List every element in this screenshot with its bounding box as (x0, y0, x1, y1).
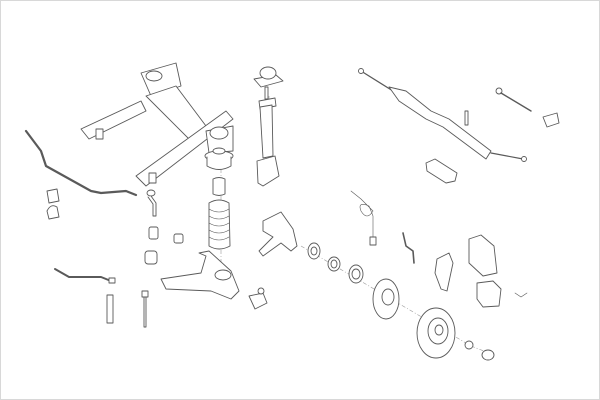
brake-disc (416, 307, 456, 359)
coil-spring (208, 199, 231, 250)
seal-2 (348, 264, 364, 284)
wheel-hub (372, 278, 400, 320)
bushing-3 (144, 250, 158, 265)
bump-stop (212, 177, 226, 196)
tie-rod-end (542, 112, 560, 128)
strut-top-mount (253, 66, 284, 88)
ball-joint (248, 287, 268, 310)
brake-pads (476, 280, 502, 308)
seal-1 (307, 242, 321, 260)
control-arm (160, 250, 240, 300)
hub-nut (464, 340, 474, 350)
abs-sensor (350, 190, 377, 246)
stabilizer-bushing-clamp (46, 205, 60, 220)
shock-absorber (256, 86, 280, 187)
bushing-2 (173, 233, 184, 244)
steering-boot (425, 158, 458, 184)
brake-hose (402, 232, 415, 264)
bushing-1 (148, 226, 159, 240)
stabilizer-link (146, 189, 157, 217)
brake-shield (434, 252, 454, 292)
bolt-1 (106, 294, 114, 324)
bolt-2 (141, 290, 149, 328)
inner-tie-rod (495, 87, 532, 112)
tie-link (54, 268, 116, 284)
stabilizer-bar (24, 129, 138, 197)
steering-knuckle (258, 211, 298, 257)
subframe (80, 62, 234, 187)
steering-rack (358, 68, 527, 162)
hub-cap (481, 349, 495, 361)
spring-seat (204, 147, 234, 170)
wheel-bearing (327, 256, 341, 272)
clip (514, 292, 528, 298)
brake-caliper (468, 234, 498, 277)
stabilizer-bushing (46, 188, 60, 204)
